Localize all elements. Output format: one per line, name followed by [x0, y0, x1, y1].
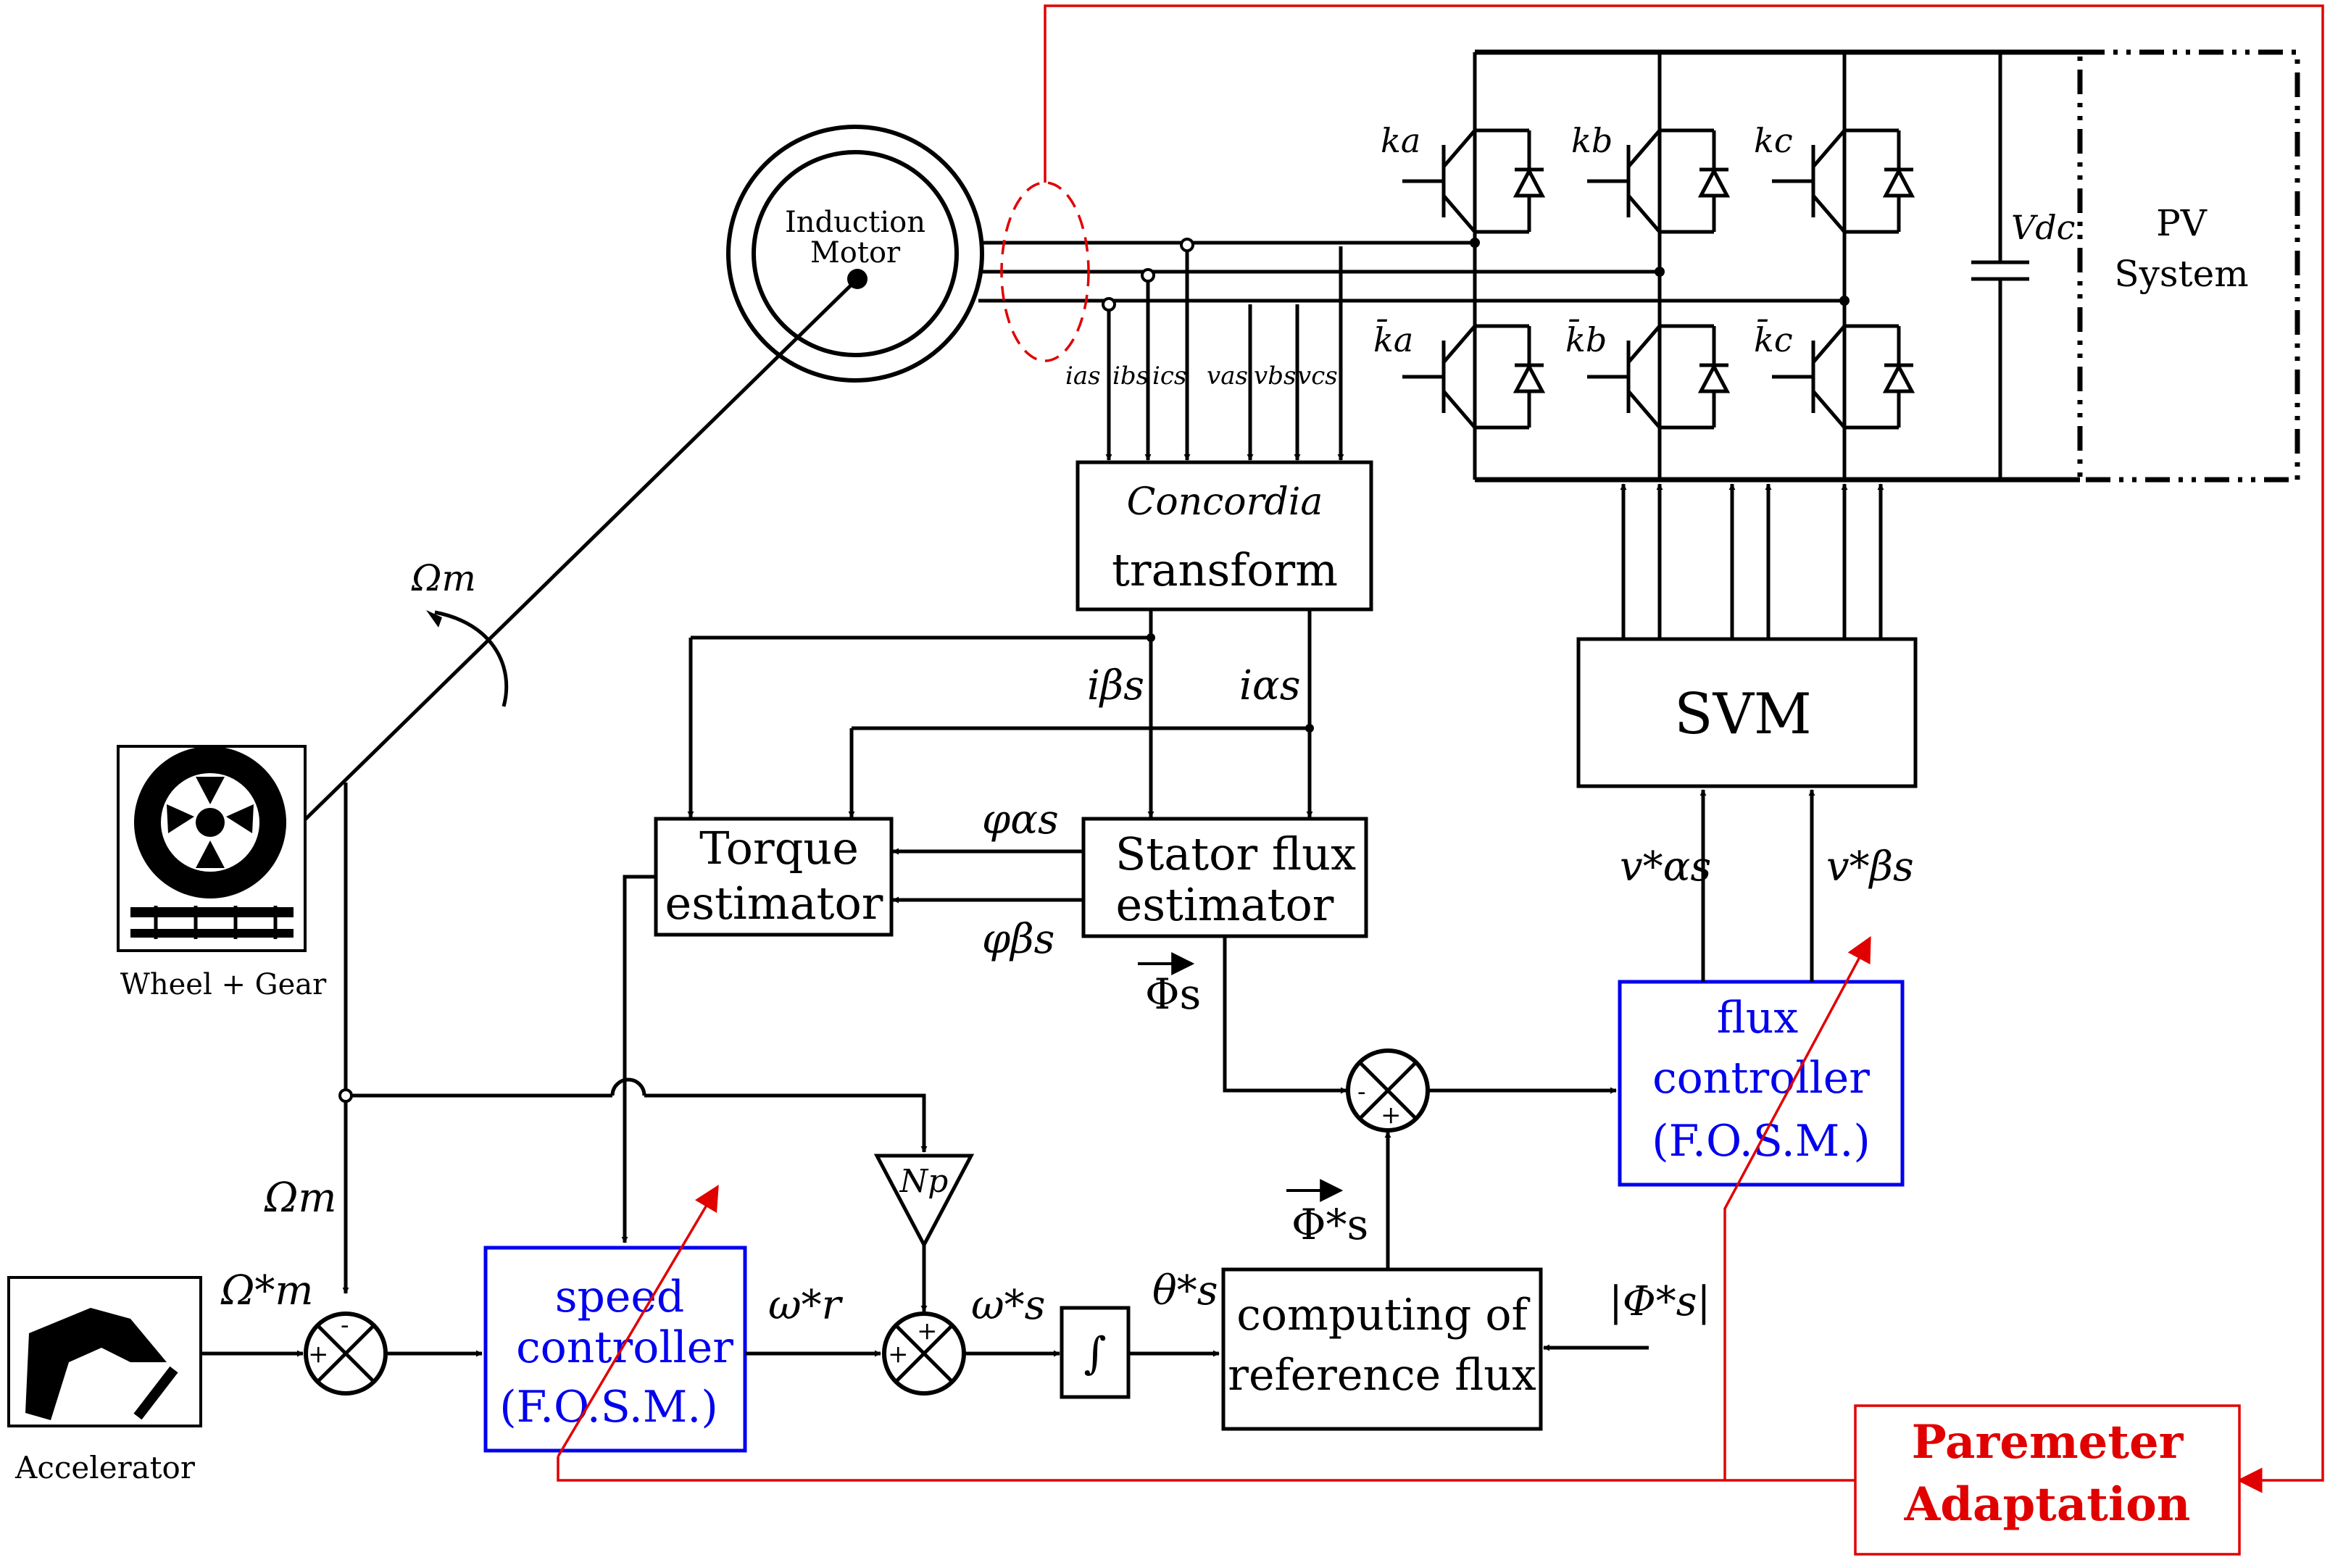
inverter: [1402, 49, 2080, 483]
param-label-line2: Adaptation: [1904, 1477, 2191, 1532]
omega-r-ref-label: ω*r: [768, 1282, 844, 1329]
wheel-gear-icon: [117, 745, 307, 952]
i-alpha-s-label: iαs: [1239, 662, 1300, 709]
np-label: Np: [899, 1163, 949, 1200]
speed-ctrl-line1: speed: [555, 1272, 685, 1322]
torque-label-line1: Torque: [699, 822, 859, 875]
motor-label-line1: Induction: [785, 206, 925, 239]
slip-adder: + +: [882, 1311, 966, 1396]
wheel-label: Wheel + Gear: [120, 968, 327, 1001]
rotation-arrow-icon: [434, 610, 509, 707]
svg-text:+: +: [888, 1340, 909, 1369]
measurement-ellipse: [1000, 181, 1090, 362]
omega-m-left-label: Ωm: [264, 1175, 337, 1222]
flux-ctrl-line2: controller: [1652, 1053, 1870, 1104]
torque-label-line2: estimator: [665, 877, 883, 930]
v-beta-ref-label: v*βs: [1826, 843, 1914, 891]
speed-ctrl-line2: controller: [516, 1322, 733, 1373]
flux-controller-block: flux controller (F.O.S.M.): [1618, 980, 1905, 1187]
speed-adaptation-arrow: [557, 1184, 719, 1457]
speed-ctrl-line3: (F.O.S.M.): [499, 1382, 717, 1433]
concordia-transform-block: Concordia transform: [1075, 460, 1373, 612]
phi-s-vector-label: Φs: [1138, 952, 1201, 1019]
switch-kb-label: kb: [1571, 121, 1613, 160]
igbt-kb-bar-icon: [1587, 324, 1731, 430]
i-beta-s-label: iβs: [1087, 662, 1144, 709]
omega-m-top-label: Ωm: [411, 557, 476, 599]
vbs-label: vbs: [1254, 362, 1296, 391]
ref-flux-line2: reference flux: [1228, 1350, 1536, 1401]
phi-beta-s-label: φβs: [982, 916, 1054, 963]
pv-label-line2: System: [2114, 253, 2248, 295]
igbt-ka-bar-icon: [1402, 324, 1546, 430]
ias-label: ias: [1065, 362, 1101, 391]
svg-text:+: +: [917, 1317, 938, 1346]
accelerator-label: Accelerator: [14, 1450, 196, 1485]
svg-text:Φ*s: Φ*s: [1291, 1200, 1368, 1249]
vcs-label: vcs: [1297, 362, 1338, 391]
flux-ctrl-line1: flux: [1717, 993, 1799, 1043]
switch-kc-bar-label: k̄c: [1754, 318, 1793, 359]
dc-link-capacitor-icon: [1971, 52, 2029, 480]
svm-label: SVM: [1674, 682, 1812, 747]
integrator-symbol: ∫: [1083, 1328, 1106, 1379]
integrator-block: ∫: [1060, 1306, 1131, 1399]
svg-text:-: -: [341, 1311, 349, 1340]
omega-s-ref-label: ω*s: [971, 1282, 1045, 1329]
stator-label-line1: Stator flux: [1115, 827, 1356, 880]
vdc-label: Vdc: [2011, 208, 2075, 247]
flux-comparator: - +: [1346, 1048, 1430, 1133]
parameter-adaptation-block: Paremeter Adaptation: [1854, 1404, 2241, 1556]
ibs-label: ibs: [1112, 362, 1149, 391]
pv-system-block: PV System: [2077, 49, 2300, 483]
phase-lines: [978, 238, 1850, 461]
concordia-label-line1: Concordia: [1127, 480, 1323, 524]
switch-kc-label: kc: [1754, 121, 1793, 160]
stator-flux-estimator-block: Stator flux estimator: [1081, 817, 1368, 938]
motor-shaft: [303, 278, 859, 822]
stator-label-line2: estimator: [1116, 878, 1334, 931]
svg-text:-: -: [1357, 1077, 1366, 1106]
speed-controller-block: speed controller (F.O.S.M.): [483, 1246, 747, 1453]
omega-m-ref-label: Ω*m: [220, 1267, 314, 1314]
switch-kb-bar-label: k̄b: [1565, 318, 1607, 359]
phi-s-ref-vector-label: Φ*s: [1286, 1179, 1368, 1249]
ics-label: ics: [1152, 362, 1186, 391]
v-alpha-ref-label: v*αs: [1620, 843, 1711, 891]
phi-s-mag-ref-label: |Φ*s|: [1609, 1278, 1710, 1325]
svg-text:+: +: [308, 1340, 329, 1369]
igbt-kc-icon: [1772, 128, 1915, 234]
speed-comparator: - +: [304, 1311, 388, 1396]
vas-label: vas: [1207, 362, 1248, 391]
igbt-kb-icon: [1587, 128, 1731, 234]
adaptation-feedback-wire: [1044, 4, 2324, 1493]
adaptation-output-wire: [557, 1456, 1855, 1482]
svg-text:Φs: Φs: [1145, 969, 1201, 1019]
pv-label-line1: PV: [2156, 202, 2208, 244]
accelerator-pedal-icon: [7, 1276, 202, 1427]
gate-signal-arrows: [1620, 483, 1884, 639]
svg-text:+: +: [1381, 1101, 1402, 1130]
induction-motor: Induction Motor: [726, 125, 984, 383]
motor-label-line2: Motor: [810, 236, 901, 270]
flux-adaptation-arrow: [1723, 935, 1871, 1480]
concordia-label-line2: transform: [1112, 543, 1338, 596]
phi-alpha-s-label: φαs: [982, 796, 1059, 843]
igbt-kc-bar-icon: [1772, 324, 1915, 430]
torque-estimator-block: Torque estimator: [654, 817, 894, 937]
switch-ka-label: ka: [1381, 121, 1420, 160]
ref-flux-line1: computing of: [1236, 1290, 1530, 1340]
switch-ka-bar-label: k̄a: [1373, 318, 1413, 359]
svm-block: SVM: [1576, 637, 1918, 788]
theta-s-ref-label: θ*s: [1152, 1267, 1218, 1314]
igbt-ka-icon: [1402, 128, 1546, 234]
reference-flux-block: computing of reference flux: [1221, 1267, 1543, 1431]
param-label-line1: Paremeter: [1912, 1415, 2184, 1469]
np-gain-block: Np: [873, 1154, 975, 1249]
